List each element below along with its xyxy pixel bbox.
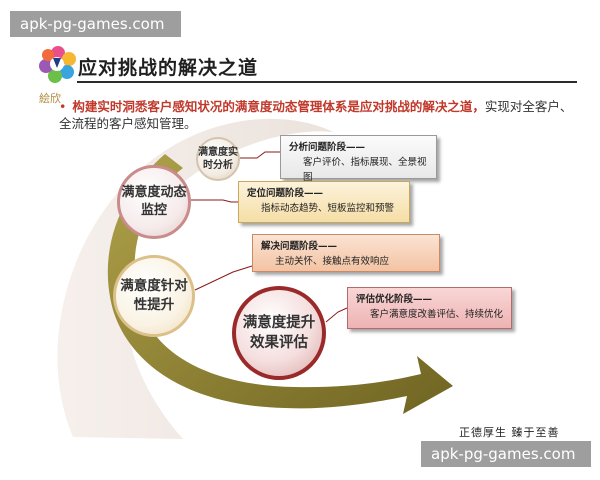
- watermark-top: apk-pg-games.com: [10, 11, 181, 37]
- watermark-bottom: apk-pg-games.com: [421, 441, 591, 467]
- circle-dynamic-monitoring: 满意度动态监控: [117, 165, 191, 239]
- stage-detail: 客户评价、指标展现、全景视图: [303, 157, 427, 183]
- stage-box-analysis: 分析问题阶段—— 客户评价、指标展现、全景视图: [280, 135, 437, 183]
- circle-targeted-improvement: 满意度针对性提升: [113, 255, 195, 337]
- title-divider: [77, 81, 577, 83]
- stage-detail: 指标动态趋势、短板监控和预警: [261, 203, 395, 214]
- stage-detail: 主动关怀、接触点有效响应: [275, 256, 390, 267]
- stage-heading: 解决问题阶段——: [261, 241, 338, 252]
- stage-box-solve: 解决问题阶段—— 主动关怀、接触点有效响应: [252, 234, 440, 272]
- stage-box-locate: 定位问题阶段—— 指标动态趋势、短板监控和预警: [238, 181, 410, 223]
- stage-heading: 评估优化阶段——: [356, 294, 433, 305]
- flower-logo-icon: [39, 46, 76, 83]
- bullet-highlight: 构建实时洞悉客户感知状况的满意度动态管理体系是应对挑战的解决之道，: [72, 99, 485, 114]
- bullet-marker-icon: •: [59, 99, 67, 114]
- stage-box-evaluate: 评估优化阶段—— 客户满意度改善评估、持续优化: [347, 287, 512, 329]
- logo-caption: 絵欣: [39, 92, 61, 105]
- circle-realtime-analysis: 满意度实时分析: [196, 137, 240, 181]
- page-title: 应对挑战的解决之道: [78, 57, 259, 79]
- slide: 絵欣 应对挑战的解决之道 • 构建实时洞悉客户感知状况的满意度动态管理体系是应对挑…: [33, 42, 587, 439]
- stage-heading: 分析问题阶段——: [289, 142, 366, 153]
- signature-calligraphy: 正德厚生 臻于至善: [459, 426, 560, 439]
- circle-effect-evaluation: 满意度提升效果评估: [232, 286, 326, 380]
- stage-heading: 定位问题阶段——: [247, 188, 324, 199]
- stage-detail: 客户满意度改善评估、持续优化: [370, 309, 504, 320]
- bullet-text: 实现对全客户、全流程的客户感知管理。: [59, 99, 573, 131]
- intro-bullet: • 构建实时洞悉客户感知状况的满意度动态管理体系是应对挑战的解决之道，实现对全客户…: [59, 98, 579, 132]
